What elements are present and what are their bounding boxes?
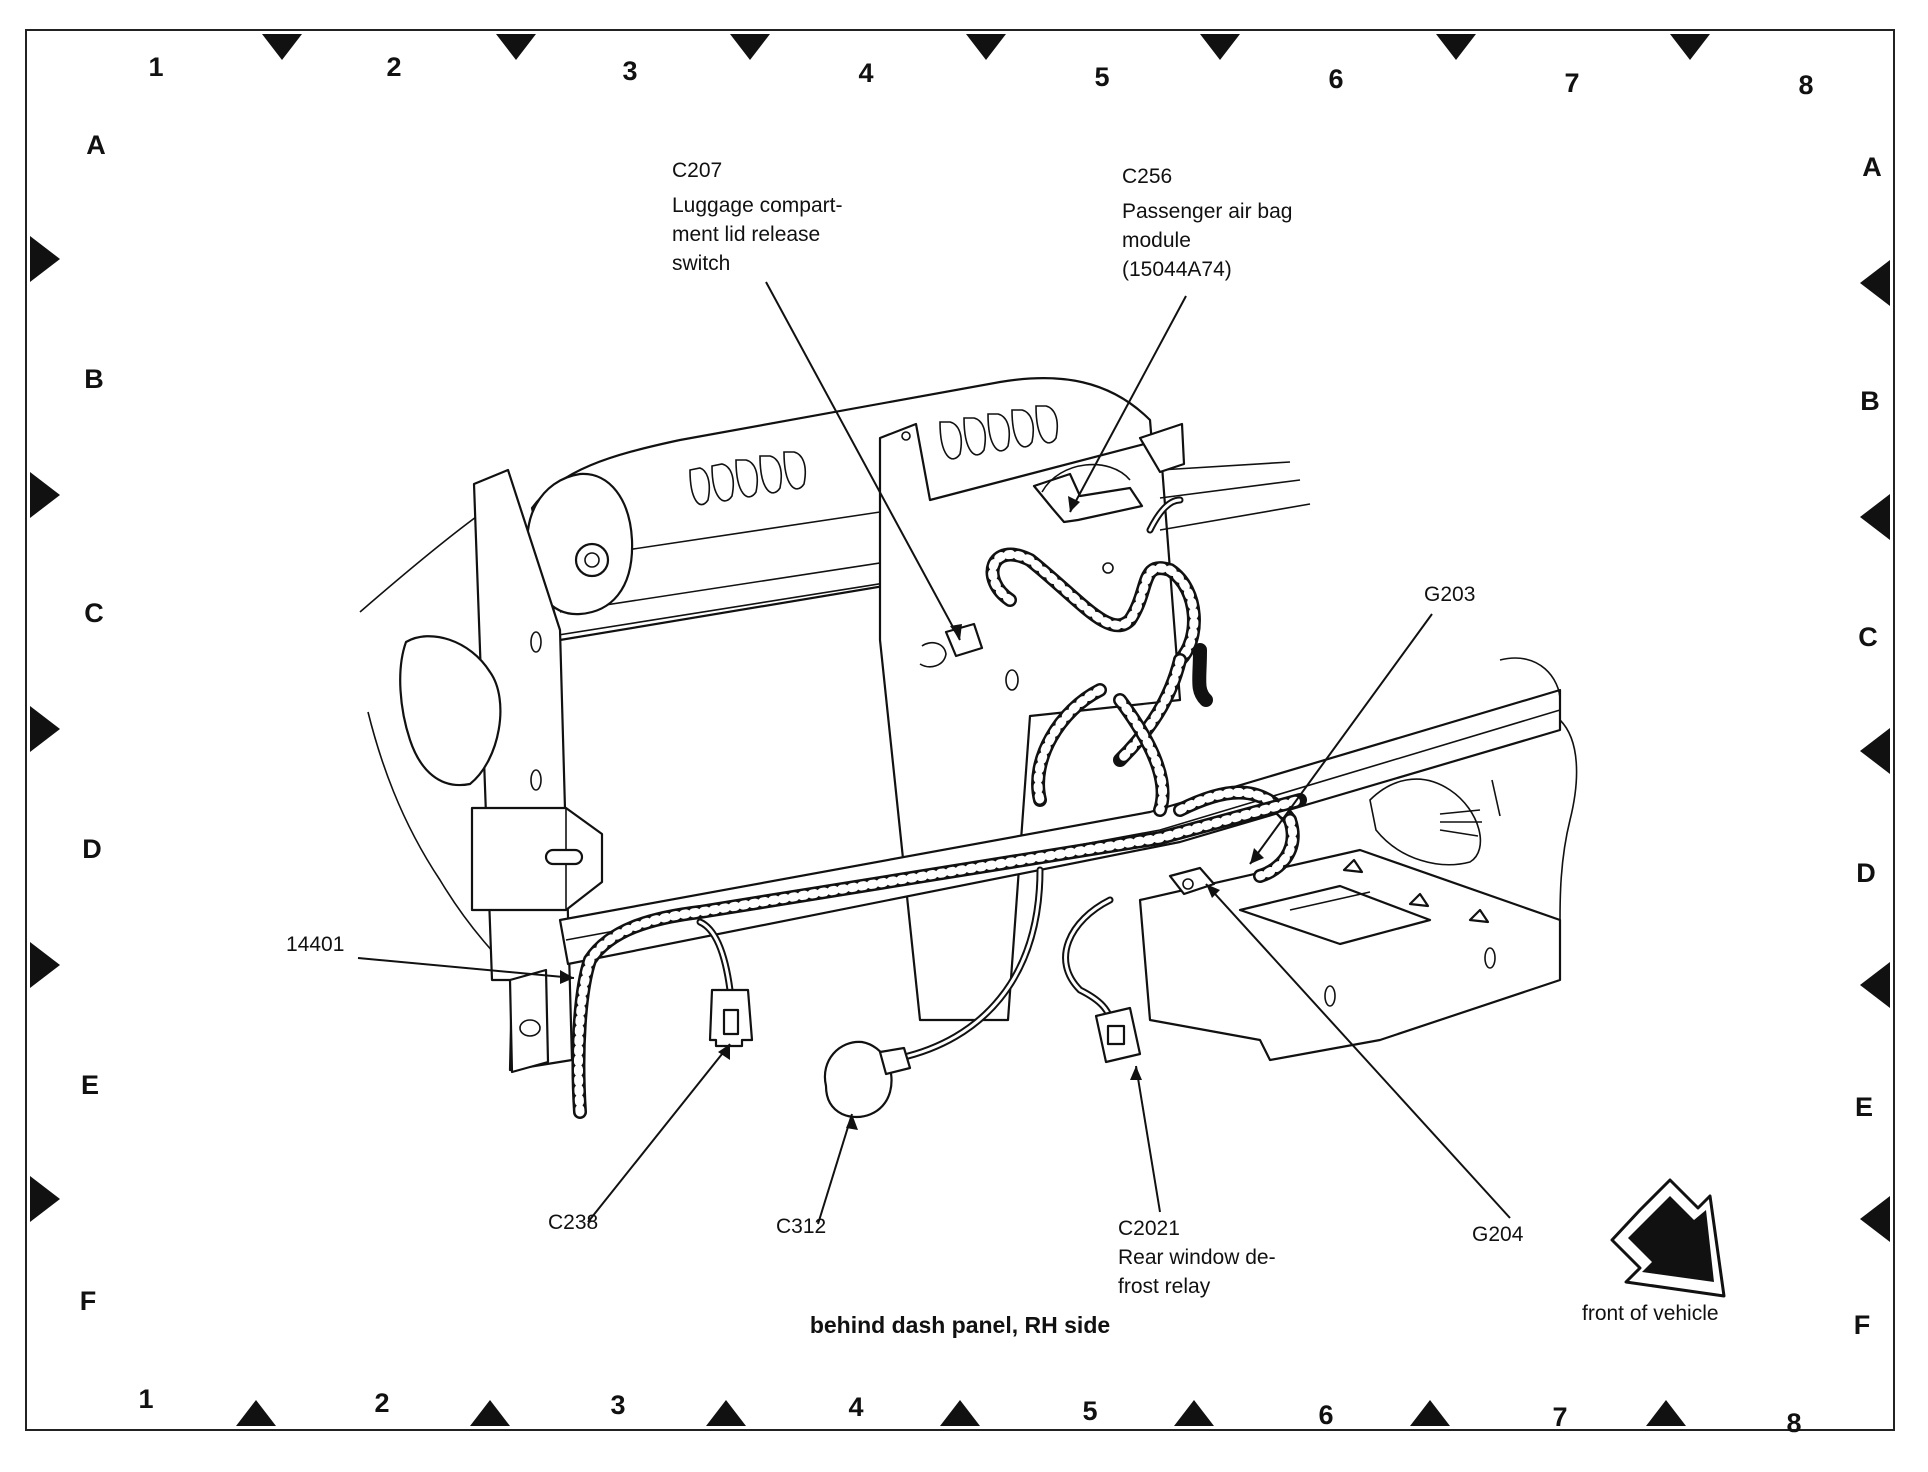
sheet-frame — [25, 29, 1895, 1431]
callout-c2021-desc-2: frost relay — [1118, 1275, 1211, 1298]
callout-leaders — [357, 281, 1511, 1225]
grid-col-bottom-1: 1 — [138, 1384, 154, 1414]
grid-row-left-f: F — [79, 1286, 97, 1316]
callout-arrowheads — [560, 496, 1264, 1130]
dash-panel-illustration — [359, 377, 1578, 1119]
grid-col-bottom-6: 6 — [1318, 1400, 1334, 1430]
grid-row-left-b: B — [84, 364, 104, 394]
grid-col-top-1: 1 — [148, 52, 164, 82]
grid-col-bottom-4: 4 — [848, 1392, 864, 1422]
front-of-vehicle-label: front of vehicle — [1582, 1302, 1719, 1325]
grid-row-left-e: E — [80, 1070, 99, 1100]
grid-col-bottom-2: 2 — [374, 1388, 390, 1418]
callout-c2021: C2021 Rear window de- frost relay — [1118, 1214, 1276, 1301]
callout-c312: C312 — [776, 1215, 827, 1238]
grid-col-top-4: 4 — [858, 58, 874, 88]
grid-row-right-e: E — [1854, 1092, 1873, 1122]
grid-col-bottom-5: 5 — [1082, 1396, 1098, 1426]
callout-c256: C256 Passenger air bag module (15044A74) — [1122, 162, 1292, 284]
callout-c207: C207 Luggage compart- ment lid release s… — [672, 156, 842, 278]
grid-col-top-5: 5 — [1094, 62, 1110, 92]
diagram-caption: behind dash panel, RH side — [809, 1312, 1111, 1338]
grid-row-right-b: B — [1860, 386, 1880, 416]
right-zone-markers — [1860, 260, 1890, 1242]
grid-row-right-d: D — [1856, 858, 1876, 888]
grid-col-top-2: 2 — [386, 52, 402, 82]
grid-row-left-c: C — [84, 598, 104, 628]
callout-c207-desc-1: Luggage compart- — [672, 194, 843, 217]
grid-col-bottom-7: 7 — [1552, 1402, 1568, 1432]
callout-14401: 14401 — [286, 933, 345, 956]
grid-col-top-7: 7 — [1564, 68, 1580, 98]
grid-col-bottom-3: 3 — [610, 1390, 626, 1420]
callout-c256-desc-3: (15044A74) — [1122, 258, 1232, 281]
callout-c256-id: C256 — [1122, 165, 1173, 188]
grid-row-right-f: F — [1853, 1310, 1871, 1340]
callout-c2021-desc-1: Rear window de- — [1118, 1246, 1276, 1269]
callout-c2021-id: C2021 — [1118, 1217, 1180, 1240]
grid-row-right-c: C — [1858, 622, 1878, 652]
callout-c207-desc-2: ment lid release — [672, 223, 821, 246]
top-zone-markers — [262, 34, 1710, 60]
front-direction-arrow-icon — [1610, 1178, 1726, 1298]
callout-g203: G203 — [1424, 583, 1476, 606]
callout-c256-desc-2: module — [1122, 229, 1191, 252]
callout-c207-id: C207 — [672, 159, 723, 182]
grid-row-right-a: A — [1862, 152, 1882, 182]
left-zone-markers — [30, 236, 60, 1222]
vent-louvres — [689, 405, 1059, 506]
grid-col-bottom-8: 8 — [1786, 1408, 1802, 1438]
bottom-zone-markers — [236, 1400, 1686, 1426]
grid-col-top-6: 6 — [1328, 64, 1344, 94]
callout-g204: G204 — [1472, 1223, 1524, 1246]
callout-c207-desc-3: switch — [672, 252, 731, 275]
callout-c238: C238 — [548, 1211, 599, 1234]
grid-row-left-a: A — [86, 130, 106, 160]
grid-row-left-d: D — [82, 834, 102, 864]
callout-c256-desc-1: Passenger air bag — [1122, 200, 1293, 223]
grid-col-top-3: 3 — [622, 56, 638, 86]
grid-col-top-8: 8 — [1798, 70, 1814, 100]
